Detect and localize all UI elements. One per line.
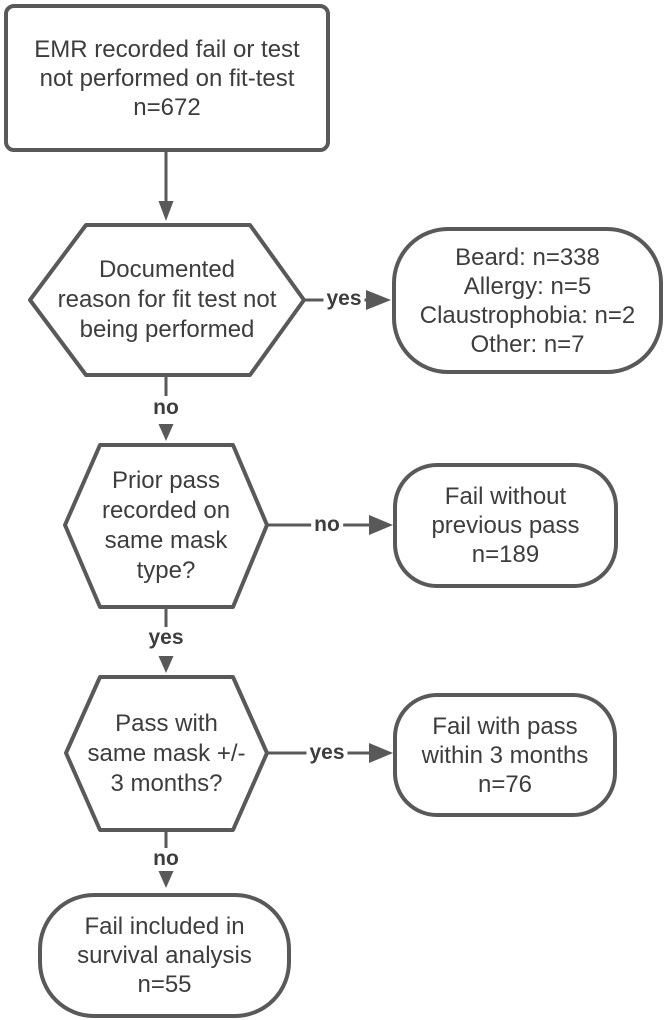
arrowhead-down-icon [158,201,174,221]
node-text-line: Beard: n=338 [455,243,600,271]
node-text-line: Claustrophobia: n=2 [419,301,636,329]
arrowhead-right-icon [369,515,393,535]
node-text-line: Pass with [115,709,218,737]
arrowhead-right-icon [369,743,393,763]
node-text-line: recorded on [101,497,231,524]
arrowhead-down-icon [158,424,174,441]
node-text-line: Other: n=7 [470,330,585,358]
node-text-line: Fail included in [84,913,245,940]
node-text-line: within 3 months [421,741,589,769]
node-reasons: Beard: n=338 Allergy: n=5 Claustrophobia… [392,227,663,374]
edge-label-yes: yes [323,288,365,310]
arrowhead-down-icon [158,871,174,888]
node-survival: Fail included in survival analysis n=55 [38,893,291,1018]
node-text-line: previous pass [431,512,580,539]
node-fail-with-pass: Fail with pass within 3 months n=76 [393,693,617,817]
edge-label-no: no [311,514,343,536]
node-text-line: n=76 [477,770,533,798]
decision-reason-hexagon [28,223,306,377]
node-fail-without-pass: Fail without previous pass n=189 [393,463,618,588]
node-text-line: same mask [104,527,228,554]
edge-label-no: no [150,397,182,419]
edge-label-yes: yes [306,742,348,764]
node-text-line: same mask +/- [87,739,246,767]
node-decision-prior-pass: Prior pass recorded on same mask type? [65,445,267,607]
node-text-line: Allergy: n=5 [463,272,592,300]
node-text-line: not performed on fit-test [39,64,295,92]
node-text-line: being performed [79,316,255,343]
node-text-line: Prior pass [111,467,221,494]
arrowhead-right-icon [366,290,391,310]
node-text-line: reason for fit test not [57,286,277,313]
node-text-line: Documented [98,256,236,283]
node-text-line: 3 months? [110,769,223,797]
node-text-line: n=672 [133,93,201,121]
node-text-line: n=189 [471,541,540,568]
node-text-line: n=55 [137,971,192,998]
node-decision-reason: Documented reason for fit test not being… [30,225,304,375]
node-text-line: Fail without [444,483,567,510]
node-text-line: survival analysis [77,942,252,969]
node-decision-pass-window: Pass with same mask +/- 3 months? [66,677,267,830]
node-start: EMR recorded fail or test not performed … [4,4,330,152]
decision-prior-pass-hexagon [63,443,269,609]
arrowhead-down-icon [158,656,174,673]
node-text-line: type? [136,557,196,584]
node-text-line: Fail with pass [432,712,578,740]
edge-label-no: no [150,848,182,870]
decision-pass-window-hexagon [64,675,269,832]
edge-label-yes: yes [145,627,187,649]
node-text-line: EMR recorded fail or test [34,35,300,63]
